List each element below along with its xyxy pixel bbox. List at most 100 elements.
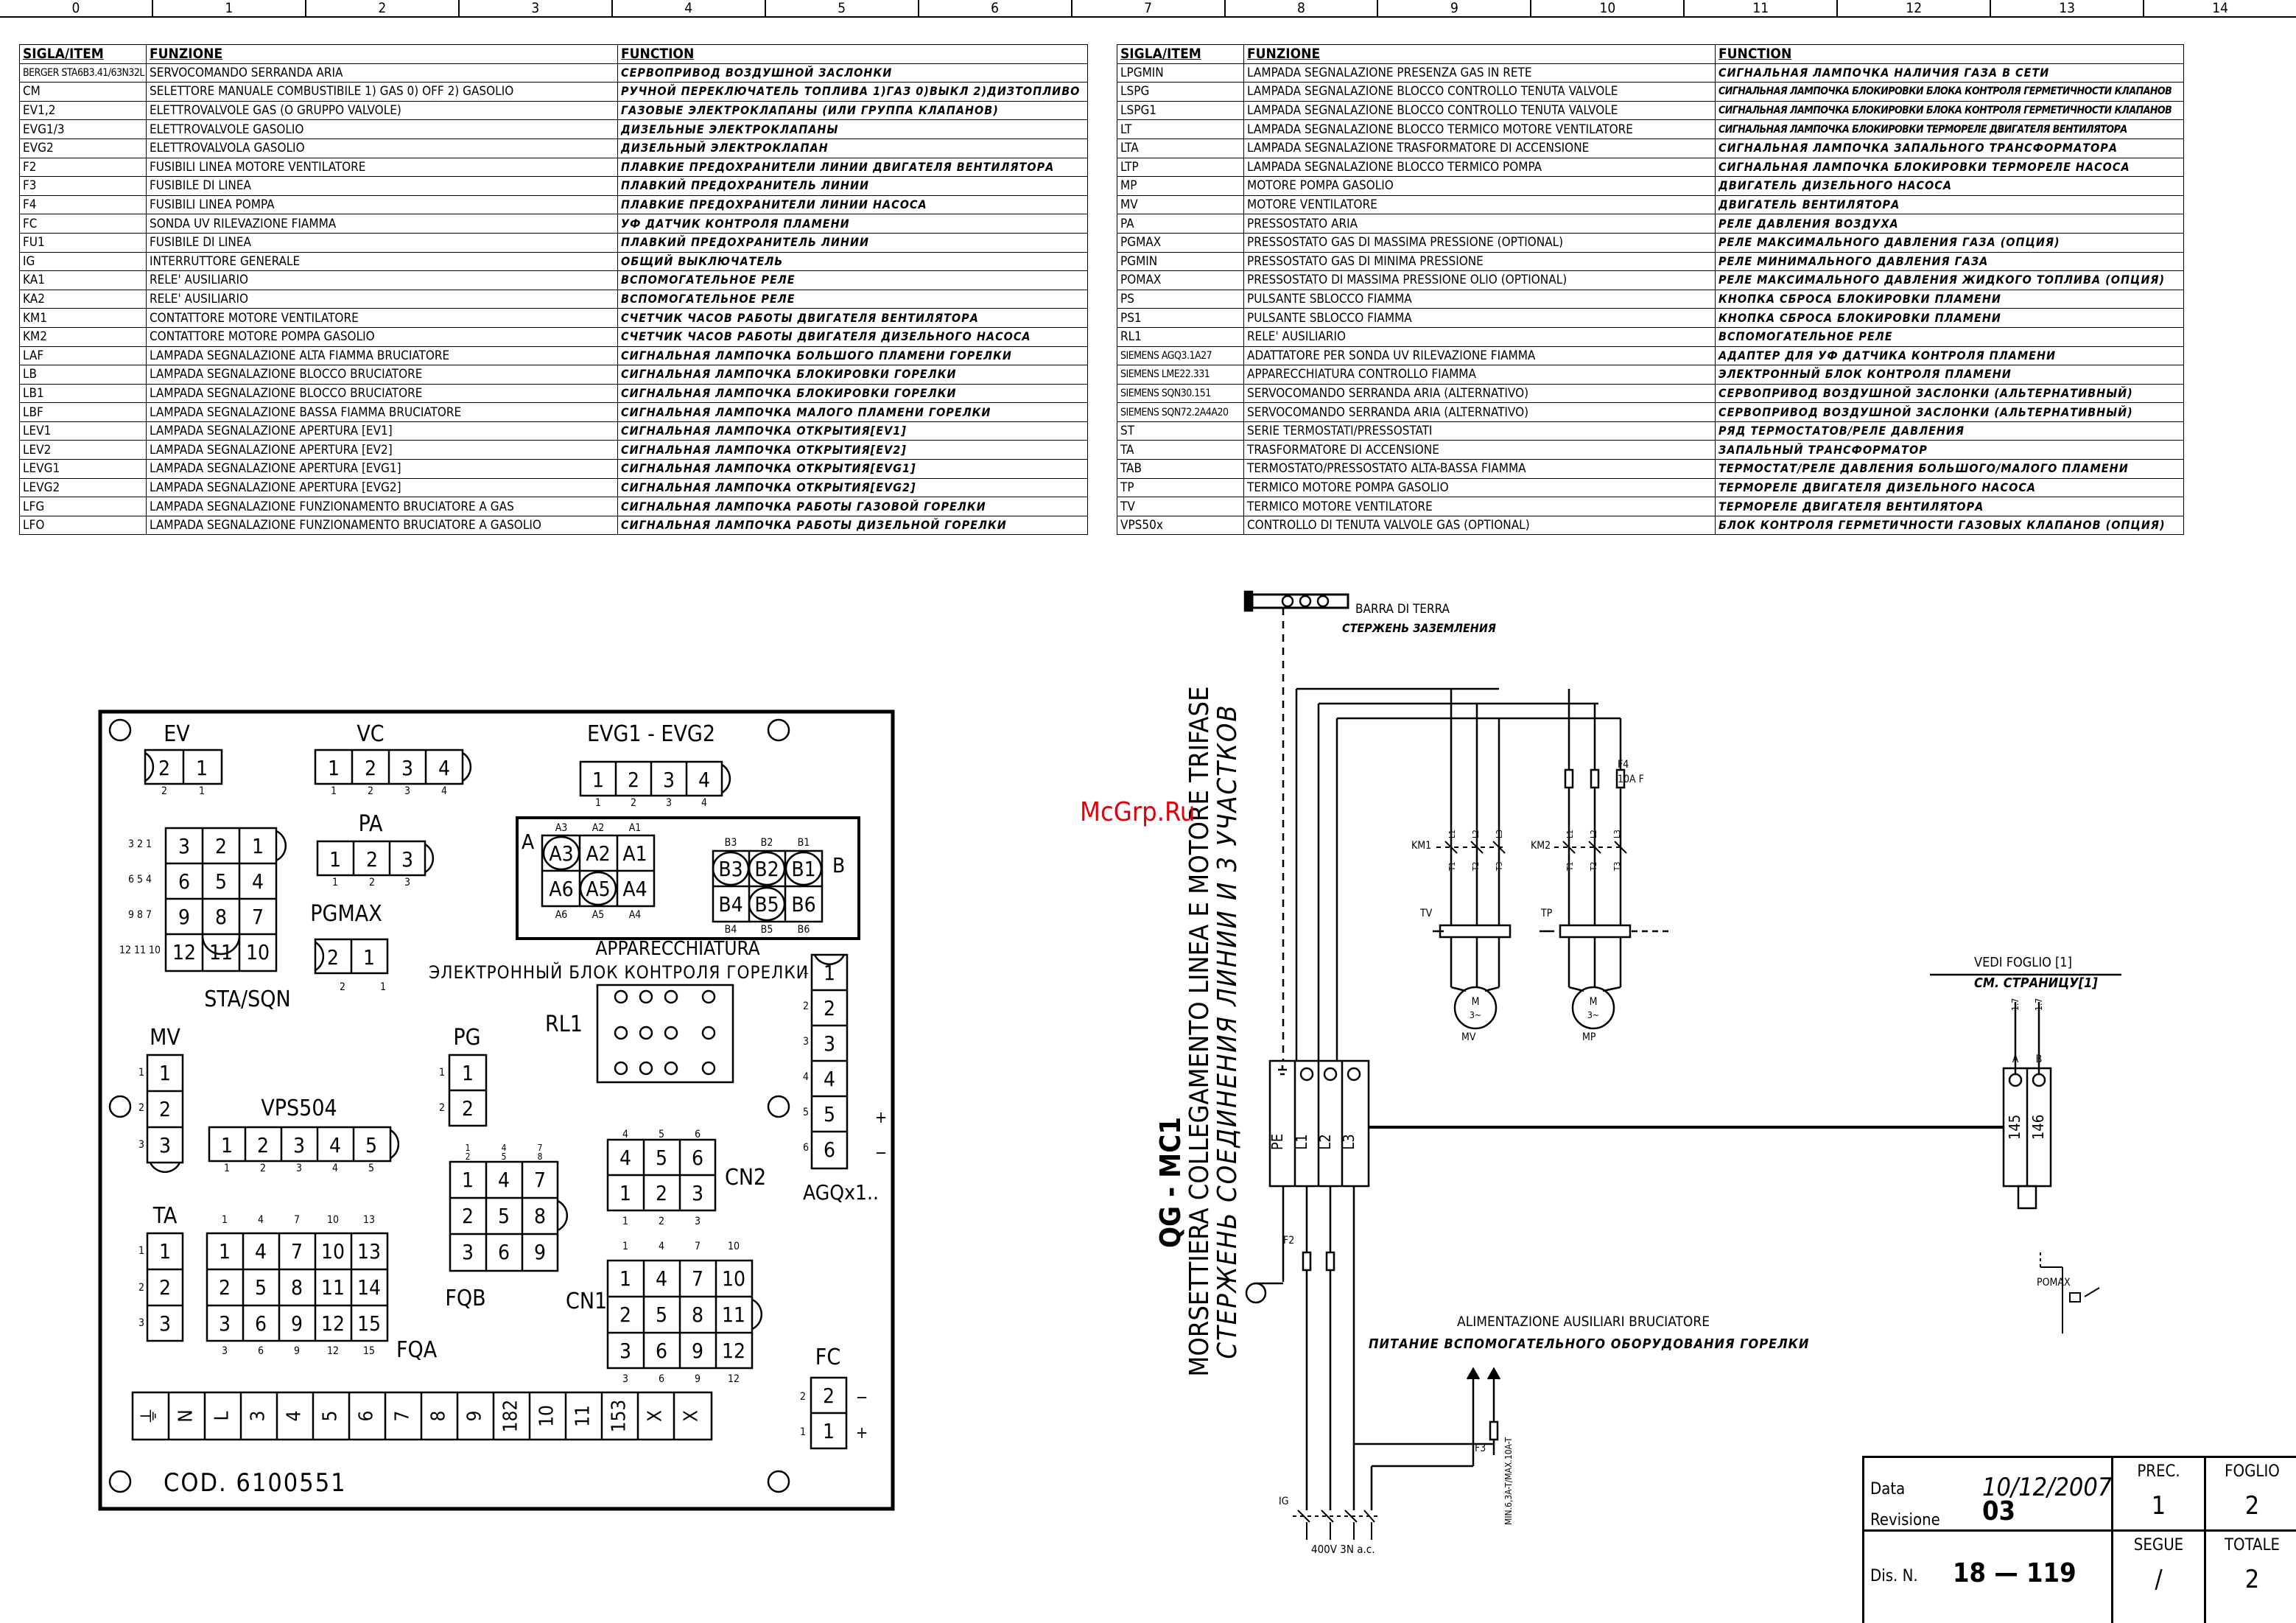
label-f2: F2 — [1283, 1235, 1294, 1247]
label-pgmax: PGMAX — [310, 901, 382, 927]
pin-ref: 4 — [701, 797, 707, 809]
pin-ref: 3 2 1 — [128, 838, 152, 850]
pin-number: 15 — [357, 1311, 381, 1336]
legend-item-function-ru: ВСПОМОГАТЕЛЬНОЕ РЕЛЕ — [617, 270, 1088, 290]
legend-item-function-ru: СИГНАЛЬНАЯ ЛАМПОЧКА РАБОТЫ ГАЗОВОЙ ГОРЕЛ… — [617, 497, 1088, 516]
legend-item-function-it: TERMICO MOTORE VENTILATORE — [1243, 497, 1716, 516]
earth-bar — [1243, 590, 1349, 612]
pin-ref: 1 — [803, 965, 809, 977]
pin-number: B2 — [754, 857, 779, 881]
pin-ref: 1 — [332, 877, 338, 888]
legend-item-function-it: LAMPADA SEGNALAZIONE PRESENZA GAS IN RET… — [1243, 63, 1716, 83]
label-cn1: CN1 — [566, 1289, 607, 1314]
connector-pg — [448, 1054, 488, 1127]
pin-number: 5 — [656, 1146, 667, 1170]
legend-item-code: EVG1/3 — [19, 119, 147, 139]
label-f4-rating: 10A F — [1618, 774, 1644, 785]
label-vps504: VPS504 — [261, 1096, 337, 1121]
next-sheet-value: / — [2155, 1565, 2163, 1594]
terminal-l2: L2 — [1316, 1134, 1334, 1149]
pin-ref: 13 — [363, 1214, 375, 1226]
legend-item-code: LFO — [19, 515, 147, 536]
legend-item-code: SIEMENS SQN30.151 — [1117, 383, 1244, 404]
pin-ref: 1 — [622, 1241, 628, 1252]
pin-ref: 4 — [803, 1071, 809, 1083]
pin-ref: B4 — [725, 924, 737, 936]
pin-ref: 2 — [138, 1282, 144, 1294]
pin-ref: 12 — [327, 1345, 339, 1357]
label-f4: F4 — [1618, 759, 1629, 771]
connector-fqb — [449, 1160, 569, 1272]
pin-number: 1 — [592, 768, 604, 792]
pin-ref: 2 — [138, 1102, 144, 1114]
terminal-label: 8 — [428, 1411, 450, 1422]
pin-number: 12 — [172, 940, 196, 964]
pin-number: 1 — [219, 1239, 231, 1263]
connector-ta — [146, 1232, 184, 1342]
legend-item-function-ru: РЕЛЕ ДАВЛЕНИЯ ВОЗДУХА — [1715, 214, 2184, 234]
pin-ref: 2 — [800, 1391, 806, 1403]
pin-number: B6 — [791, 892, 815, 916]
terminal-label: 4 — [284, 1411, 306, 1422]
label-ta: TA — [152, 1203, 178, 1229]
pin-ref: 9 8 7 — [128, 909, 152, 921]
mounting-hole — [108, 1470, 132, 1493]
legend-item-function-it: PULSANTE SBLOCCO FIAMMA — [1243, 308, 1716, 328]
pin-number: 4 — [255, 1239, 267, 1263]
pin-number: 7 — [534, 1168, 546, 1192]
pin-ref: B2 — [761, 837, 773, 849]
pin-number: 10 — [722, 1266, 745, 1291]
date-label: Data — [1870, 1480, 1906, 1498]
pin-ref: 2 — [803, 1000, 809, 1012]
terminal-pe: PE — [1268, 1134, 1286, 1150]
pin-number: 3 — [159, 1311, 171, 1336]
ruler-cell: 9 — [1378, 0, 1532, 16]
pin-ref: 1 — [222, 1214, 228, 1226]
drawing-number-label: Dis. N. — [1870, 1567, 1918, 1585]
terminal-label: 3 — [247, 1411, 270, 1422]
label-terminal-b: B — [2036, 1054, 2043, 1065]
label-fc: FC — [815, 1345, 840, 1370]
legend-item-code: LEVG1 — [19, 459, 147, 479]
legend-item-code: EVG2 — [19, 138, 147, 158]
pin-number: A3 — [549, 841, 573, 866]
legend-item-function-it: LAMPADA SEGNALAZIONE BLOCCO BRUCIATORE — [146, 365, 618, 385]
label-rl1: RL1 — [545, 1012, 583, 1037]
label-ref: 1.7 — [2010, 998, 2021, 1011]
legend-item-function-ru: БЛОК КОНТРОЛЯ ГЕРМЕТИЧНОСТИ ГАЗОВЫХ КЛАП… — [1715, 515, 2184, 536]
legend-item-function-it: ELETTROVALVOLE GAS (O GRUPPO VALVOLE) — [146, 100, 618, 121]
pin-ref: 3 — [222, 1345, 228, 1357]
pin-ref: 2 — [368, 785, 373, 797]
title-block-date-cell: Data 10/12/2007 Revisione 03 — [1864, 1458, 2113, 1532]
label-km2: KM2 — [1531, 840, 1551, 852]
pin-number: 2 — [462, 1204, 474, 1228]
label-ig: IG — [1279, 1496, 1288, 1507]
connector-fqa — [206, 1232, 389, 1342]
pin-number: 6 — [656, 1339, 667, 1363]
legend-item-function-ru: СИГНАЛЬНАЯ ЛАМПОЧКА БЛОКИРОВКИ ТЕРМОРЕЛЕ… — [1715, 157, 2184, 178]
legend-item-function-ru: СИГНАЛЬНАЯ ЛАМПОЧКА МАЛОГО ПЛАМЕНИ ГОРЕЛ… — [617, 402, 1088, 422]
ruler-cell: 7 — [1072, 0, 1226, 16]
pin-ref: B1 — [798, 837, 810, 849]
legend-item-function-ru: СИГНАЛЬНАЯ ЛАМПОЧКА ОТКРЫТИЯ[EVG2] — [617, 477, 1088, 498]
mounting-hole — [108, 718, 132, 742]
pin-number: B4 — [718, 892, 742, 916]
legend-item-function-ru: СИГНАЛЬНАЯ ЛАМПОЧКА ОТКРЫТИЯ[EV2] — [617, 440, 1088, 460]
pin-ref: 3 — [666, 797, 672, 809]
title-block: Data 10/12/2007 Revisione 03 Dis. N. 18 … — [1862, 1456, 2296, 1623]
label-tp: TP — [1540, 908, 1553, 919]
pin-ref: 12 — [728, 1373, 740, 1385]
contact-label: T1 — [1565, 862, 1575, 872]
legend-item-code: BERGER STA6B3.41/63N32L — [19, 63, 147, 83]
pin-number: 2 — [158, 756, 170, 780]
pin-ref: 4 — [502, 1143, 507, 1153]
pin-number: 9 — [534, 1240, 546, 1264]
